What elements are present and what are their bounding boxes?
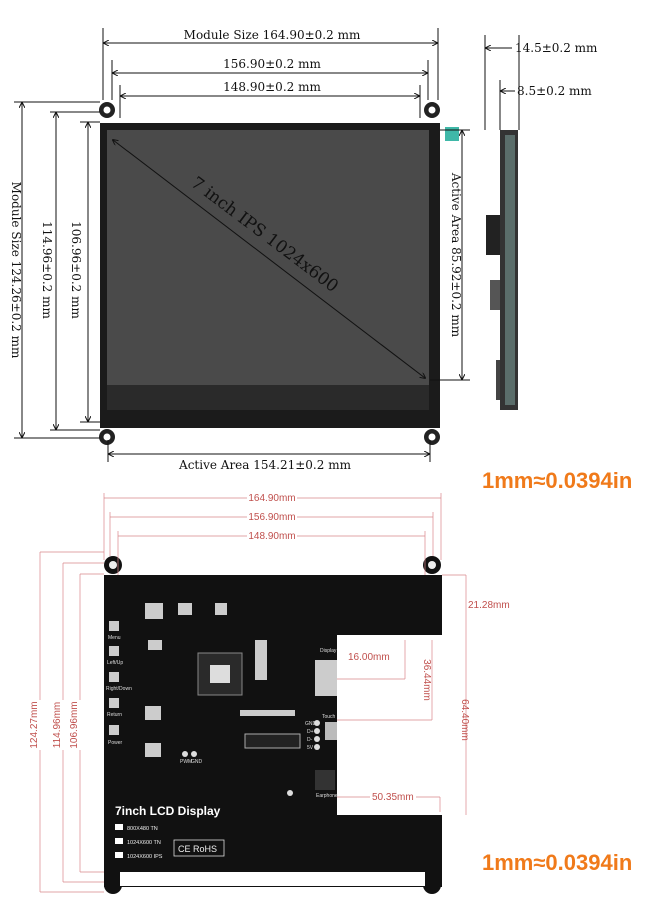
pin-label-5v: 5V (307, 745, 314, 751)
active-width-label: Active Area 154.21±0.2 mm (178, 458, 352, 472)
port-label-display: Display (320, 648, 337, 654)
hole-width-label: 156.90±0.2 mm (223, 57, 321, 71)
pin-label-gnd: GND (305, 721, 317, 727)
port-label-touch: Touch (322, 714, 336, 720)
pad-label-pwm: PWM (180, 759, 192, 765)
cert-marks: CE RoHS (178, 844, 217, 854)
touch-offset-label: 36.44mm (421, 659, 432, 701)
button-label-power: Power (108, 740, 123, 746)
fpc-tab (445, 127, 459, 141)
pin-label-dplus: D+ (307, 729, 314, 735)
connector-cutout (337, 635, 465, 815)
option-1024x600-tn: 1024X600 TN (127, 840, 161, 846)
display-offset-label: 16.00mm (348, 652, 390, 663)
back-width-156-label: 156.90mm (248, 512, 295, 523)
button-label-menu: Menu (108, 635, 121, 641)
front-view: 7 inch IPS 1024x600 Module Size 164.90±0… (9, 26, 470, 472)
button-label-right-down: Right/Down (106, 686, 132, 692)
conversion-label-bottom: 1mm≈0.0394in (482, 850, 632, 875)
port-label-earphone: Earphone (316, 793, 338, 799)
inner-height-label: 106.96±0.2 mm (69, 221, 83, 319)
back-height-114-label: 114.96mm (52, 702, 63, 749)
conversion-label-top: 1mm≈0.0394in (482, 468, 632, 493)
pin-label-dminus: D- (307, 737, 313, 743)
side-view: 14.5±0.2 mm 8.5±0.2 mm (484, 35, 598, 410)
back-height-106-label: 106.96mm (69, 701, 80, 748)
active-area (107, 130, 429, 385)
pad-label-gnd: GND (191, 759, 203, 765)
board-title: 7inch LCD Display (115, 804, 221, 818)
inner-width-label: 148.90±0.2 mm (223, 80, 321, 94)
back-width-148-label: 148.90mm (248, 531, 295, 542)
button-label-return: Return (107, 712, 122, 718)
back-width-164-label: 164.90mm (248, 493, 295, 504)
module-height-label: Module Size 124.26±0.2 mm (9, 182, 23, 359)
option-1024x600-ips: 1024X600 IPS (127, 854, 163, 860)
active-height-label: Active Area 85.92±0.2 mm (449, 172, 463, 338)
right-offset-label: 21.28mm (468, 600, 510, 611)
total-thickness-label: 14.5±0.2 mm (515, 41, 598, 55)
hole-height-label: 114.96±0.2 mm (40, 221, 54, 319)
option-800x480-tn: 800X480 TN (127, 826, 158, 832)
module-width-label: Module Size 164.90±0.2 mm (184, 28, 361, 42)
cutout-height-label: 64.40mm (459, 699, 470, 741)
button-label-left-up: Left/Up (107, 660, 123, 666)
back-view: Menu Left/Up Right/Down Return Power Dis… (29, 492, 510, 894)
back-height-124-label: 124.27mm (29, 701, 40, 748)
panel-thickness-label: 8.5±0.2 mm (517, 84, 592, 98)
earphone-offset-label: 50.35mm (372, 792, 414, 803)
